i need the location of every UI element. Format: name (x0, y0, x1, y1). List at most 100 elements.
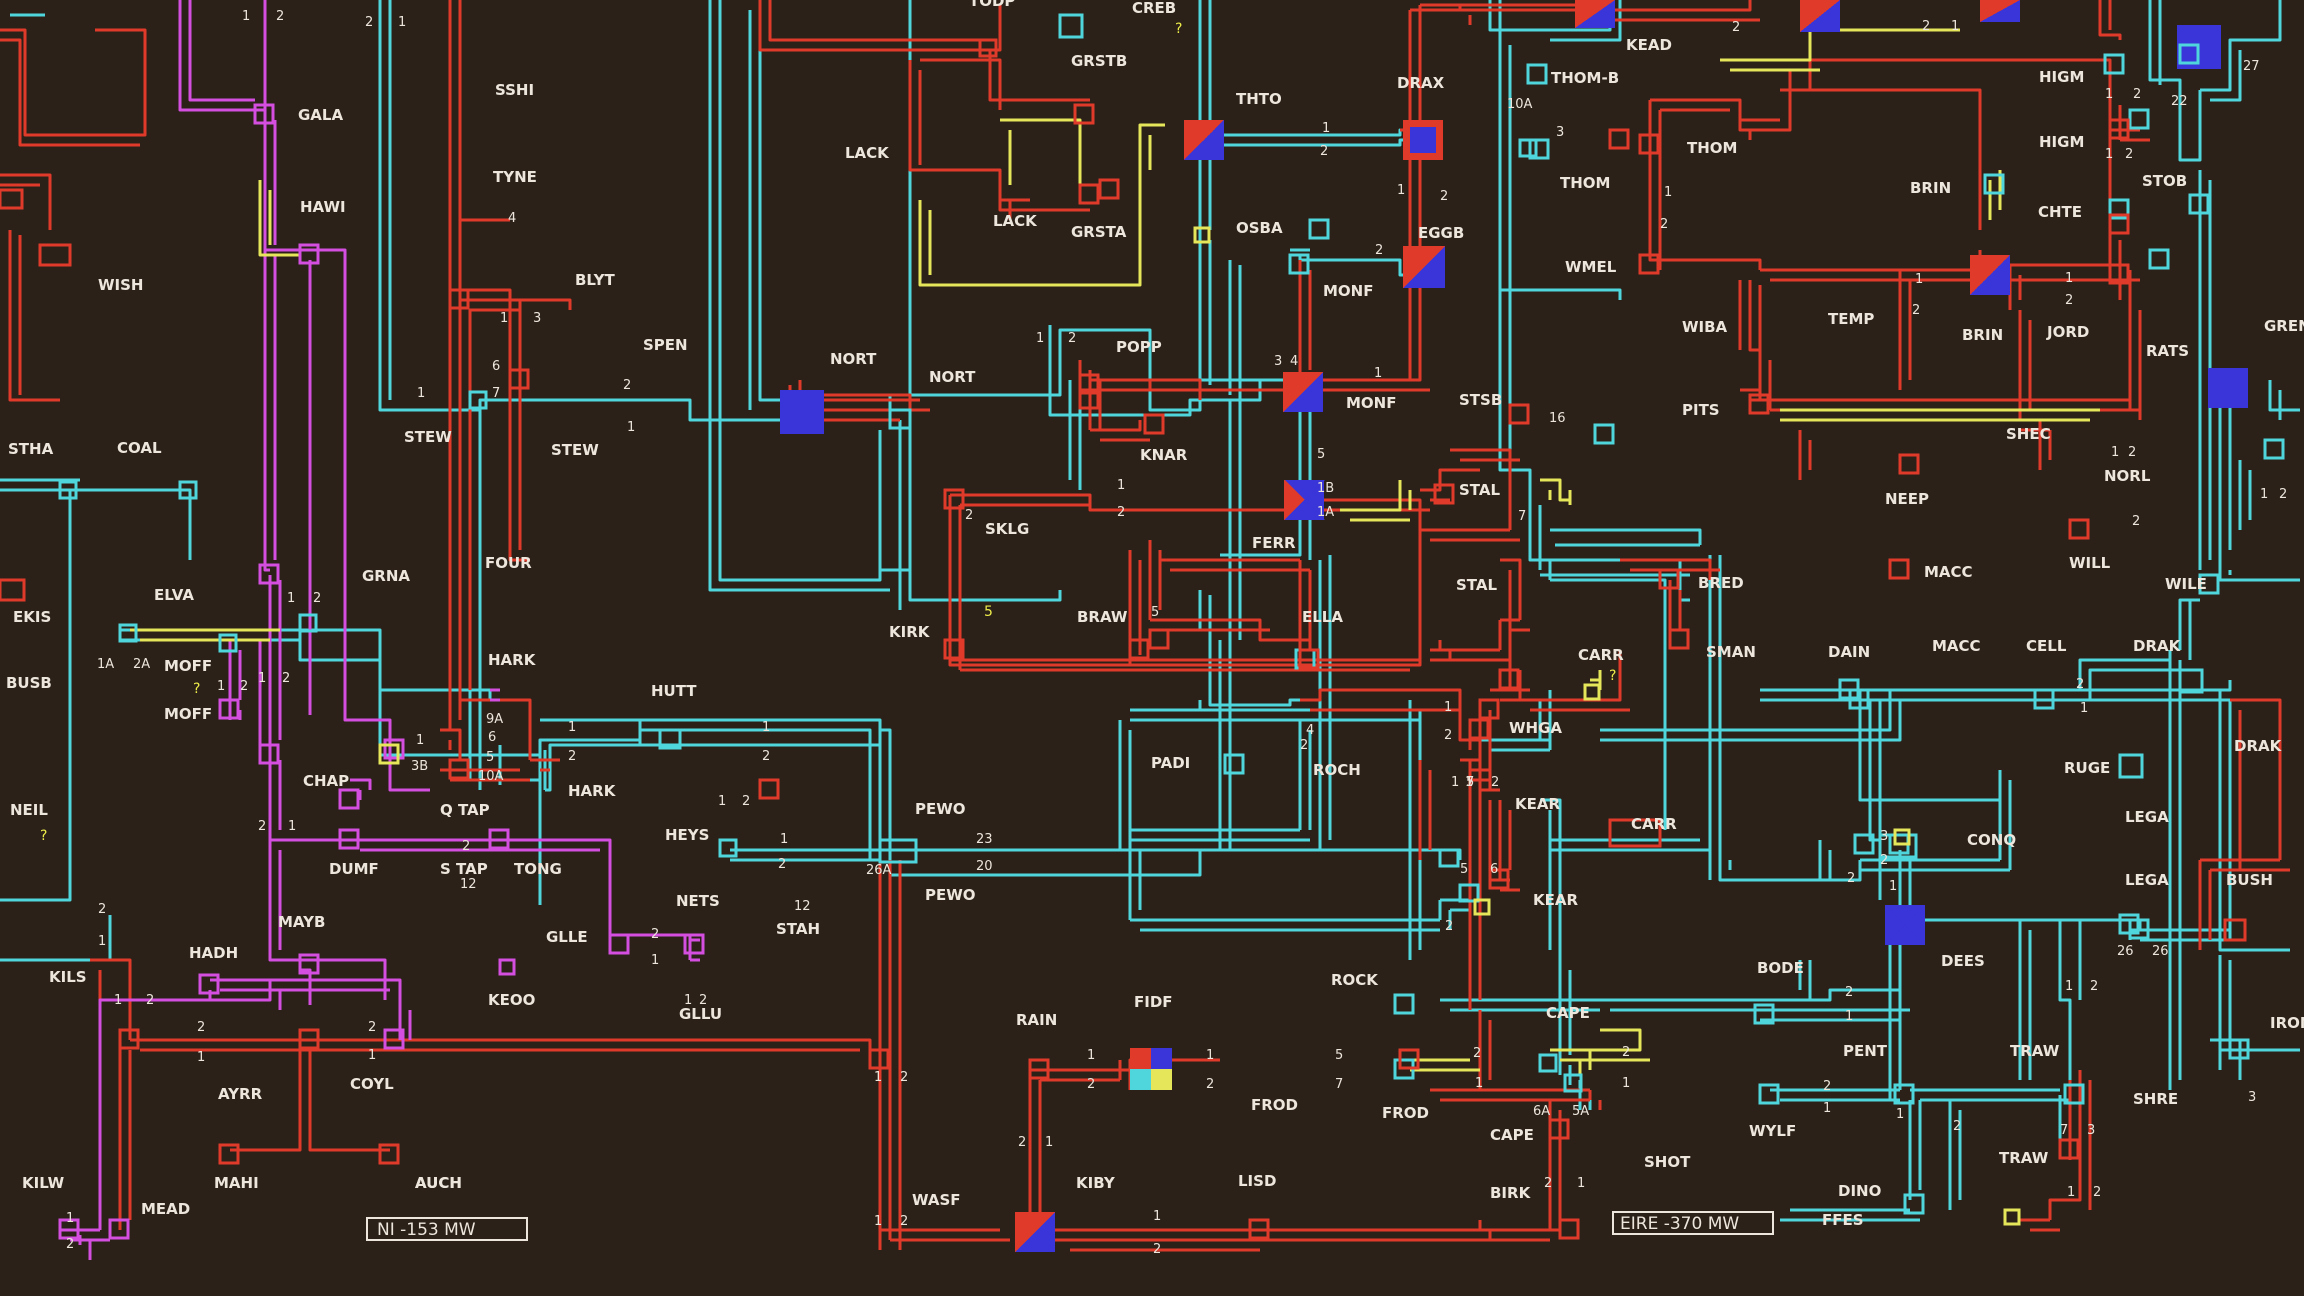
svg-text:1: 1 (1087, 1048, 1095, 1063)
busbar-nort[interactable] (780, 390, 824, 434)
station-labels: GALA SSHI TYNE HAWI WISH BLYT SPEN STEW … (6, 0, 2304, 1229)
svg-text:2: 2 (2125, 147, 2133, 162)
substation-monf[interactable] (1283, 372, 1323, 412)
svg-text:2: 2 (778, 857, 786, 872)
station-label: MEAD (141, 1200, 190, 1218)
svg-text:2: 2 (2065, 293, 2073, 308)
station-label: HIGM (2039, 133, 2084, 151)
station-label: FERR (1252, 534, 1296, 552)
svg-text:6: 6 (492, 359, 500, 374)
svg-text:10A: 10A (1507, 97, 1533, 112)
svg-text:2: 2 (276, 9, 284, 24)
busbar-rats[interactable] (2208, 368, 2248, 408)
svg-text:4: 4 (508, 211, 516, 226)
substation-kiby[interactable] (1015, 1212, 1055, 1252)
station-label: STEW (404, 428, 452, 446)
substation-keadb[interactable] (1800, 0, 1840, 32)
substation-brin[interactable] (1970, 255, 2010, 295)
station-label: THTO (1236, 90, 1282, 108)
station-label: CARR (1631, 815, 1677, 833)
svg-text:2: 2 (1444, 728, 1452, 743)
substation-eggb[interactable] (1403, 246, 1445, 288)
svg-text:2: 2 (1847, 871, 1855, 886)
station-label: WYLF (1749, 1122, 1796, 1140)
svg-text:1: 1 (1896, 1107, 1904, 1122)
svg-text:2: 2 (1732, 20, 1740, 35)
svg-text:1: 1 (2105, 87, 2113, 102)
svg-text:7: 7 (1335, 1077, 1343, 1092)
station-label: GLLE (546, 928, 588, 946)
station-label: FIDF (1134, 993, 1173, 1011)
substation-fidf[interactable] (1130, 1048, 1172, 1090)
station-label: MAHI (214, 1174, 259, 1192)
svg-text:1: 1 (1036, 331, 1044, 346)
svg-text:2: 2 (2076, 677, 2084, 692)
svg-text:2: 2 (1320, 144, 1328, 159)
svg-text:1: 1 (874, 1214, 882, 1229)
svg-text:2: 2 (568, 749, 576, 764)
breaker-conq (1885, 905, 1925, 945)
station-label: COAL (117, 439, 162, 457)
svg-text:2: 2 (2132, 514, 2140, 529)
svg-text:1: 1 (1664, 185, 1672, 200)
svg-text:1: 1 (1577, 1176, 1585, 1191)
station-label: HEYS (665, 826, 709, 844)
station-label: HADH (189, 944, 238, 962)
station-label: SPEN (643, 336, 688, 354)
station-label: KEAR (1533, 891, 1578, 909)
svg-text:1: 1 (1045, 1135, 1053, 1150)
svg-text:2: 2 (98, 902, 106, 917)
station-label: PADI (1151, 754, 1190, 772)
station-label: KEAR (1515, 795, 1560, 813)
station-label: ROCH (1313, 761, 1361, 779)
station-label: BRIN (1962, 326, 2003, 344)
svg-text:?: ? (193, 681, 200, 697)
substation-keadc[interactable] (1980, 0, 2020, 22)
station-label: NEIL (10, 801, 48, 819)
svg-text:5: 5 (1151, 605, 1159, 620)
station-label: GLLU (679, 1005, 722, 1023)
station-label: SSHI (495, 81, 534, 99)
svg-text:1B: 1B (1317, 481, 1334, 496)
station-label: TRAW (1999, 1149, 2049, 1167)
station-label: BODE (1757, 959, 1804, 977)
station-label: SHOT (1644, 1153, 1691, 1171)
station-label: BRED (1698, 574, 1744, 592)
station-label: LACK (845, 144, 890, 162)
station-label: BRIN (1910, 179, 1951, 197)
substation-drax-core (1410, 127, 1436, 153)
svg-text:1: 1 (287, 591, 295, 606)
station-label: KILW (22, 1174, 65, 1192)
station-label: LISD (1238, 1172, 1276, 1190)
station-label: MONF (1346, 394, 1396, 412)
station-label: BRAW (1077, 608, 1128, 626)
station-label: KIRK (889, 623, 931, 641)
svg-text:26: 26 (2152, 944, 2169, 959)
svg-text:3: 3 (1556, 125, 1564, 140)
station-label: HAWI (300, 198, 346, 216)
station-label: SHRE (2133, 1090, 2178, 1108)
station-label: HIGM (2039, 68, 2084, 86)
substation-thto[interactable] (1184, 120, 1224, 160)
svg-text:3B: 3B (411, 759, 428, 774)
svg-text:1: 1 (197, 1050, 205, 1065)
station-label: CAPE (1546, 1004, 1590, 1022)
station-label: HARK (488, 651, 537, 669)
svg-text:2: 2 (1823, 1079, 1831, 1094)
station-label: POPP (1116, 338, 1162, 356)
svg-text:2: 2 (368, 1020, 376, 1035)
svg-text:1: 1 (874, 1070, 882, 1085)
svg-text:1: 1 (1117, 478, 1125, 493)
station-label: STAL (1456, 576, 1497, 594)
station-label: MOFF (164, 705, 212, 723)
station-label: STSB (1459, 391, 1502, 409)
svg-text:2: 2 (1845, 985, 1853, 1000)
station-label: AUCH (415, 1174, 462, 1192)
svg-text:1: 1 (242, 9, 250, 24)
station-label: RUGE (2064, 759, 2110, 777)
svg-text:2: 2 (1473, 1046, 1481, 1061)
substation-kead[interactable] (1575, 0, 1615, 28)
cyan-lines (0, 0, 2300, 1222)
station-label: WILL (2069, 554, 2111, 572)
station-label: GRSTA (1071, 223, 1127, 241)
